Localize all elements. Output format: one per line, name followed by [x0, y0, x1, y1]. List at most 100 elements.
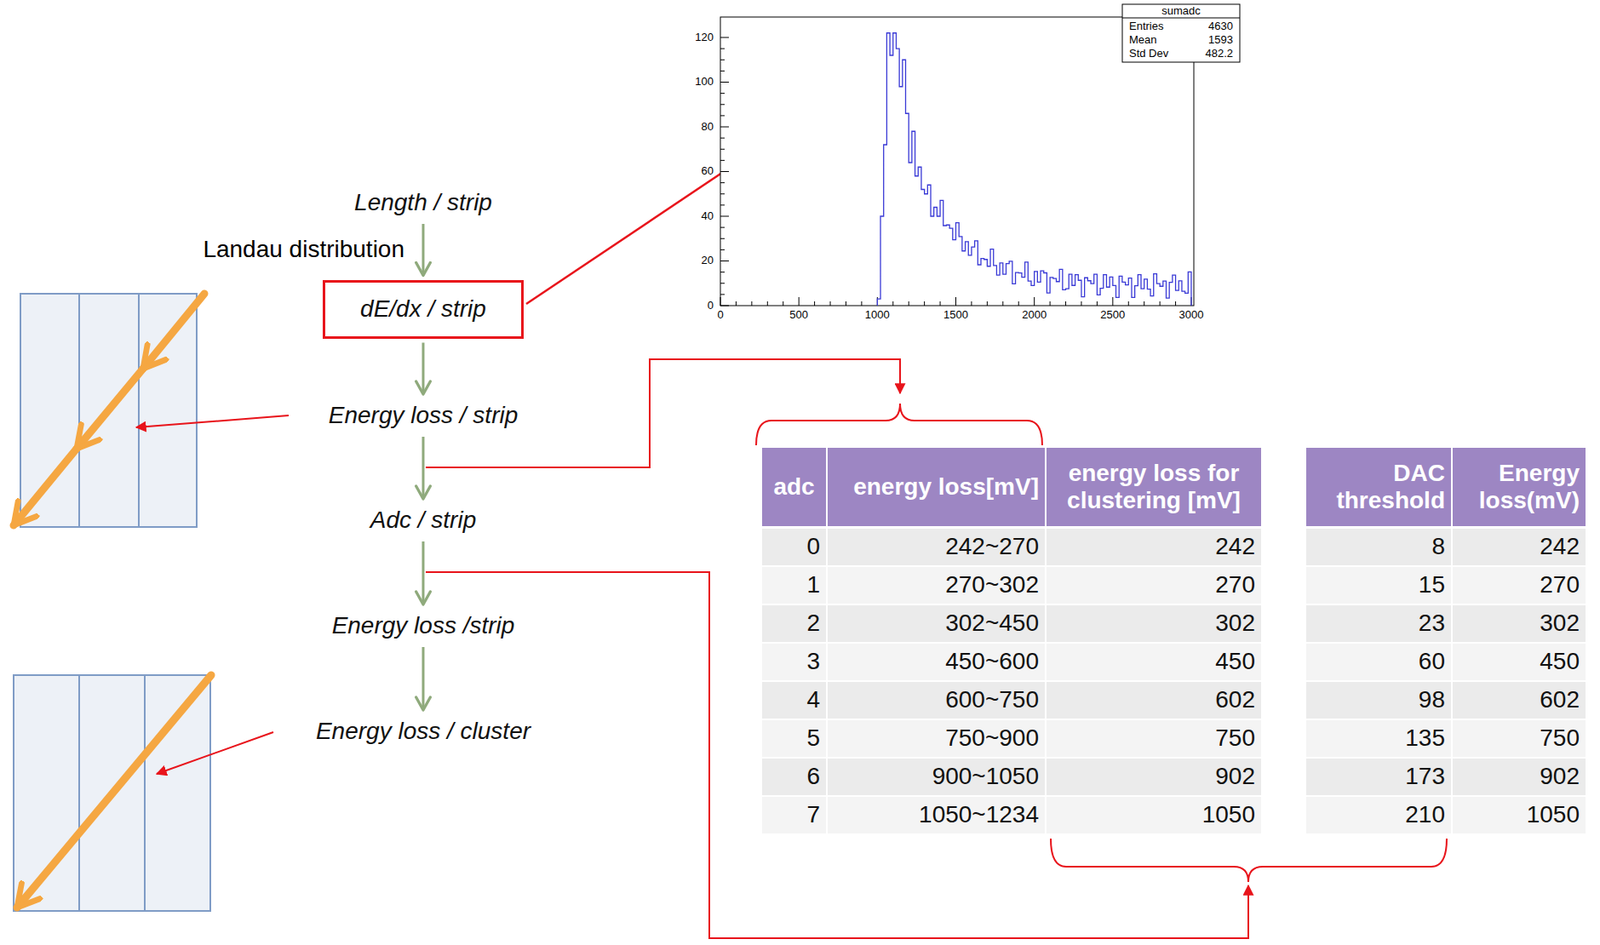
table-cell-bg [1046, 605, 1262, 643]
bracket [756, 403, 1043, 446]
table-cell-bg [1306, 758, 1451, 796]
table-cell-bg [1306, 605, 1451, 643]
histogram-stat: Mean [1127, 33, 1188, 47]
table-header: adc [762, 447, 826, 527]
step-label: Energy loss / cluster [307, 714, 540, 749]
table-header: energy loss[mV] [828, 447, 1044, 527]
table-cell-bg [1306, 797, 1451, 834]
table-cell-bg [762, 567, 826, 604]
table-cell: 242 [1047, 527, 1261, 567]
leader-arrow [136, 415, 289, 428]
axis-tick-label: 0 [694, 308, 746, 322]
axis-tick [1033, 297, 1035, 306]
table-header: energy loss for clustering [mV] [1047, 447, 1261, 527]
table-cell-bg [1452, 605, 1586, 643]
table-cell-bg [827, 643, 1045, 681]
axis-tick [720, 293, 725, 295]
axis-tick [1002, 301, 1004, 306]
histogram-stat: 1593 [1175, 33, 1235, 47]
step-text: Length / strip [354, 189, 493, 217]
axis-tick [720, 271, 725, 273]
step-text: Energy loss / cluster [315, 717, 531, 746]
table-cell: 270~302 [828, 566, 1044, 605]
axis-tick [923, 301, 925, 306]
header-cell-bg [1306, 447, 1451, 527]
axis-tick [1049, 301, 1051, 306]
table-cell: 242~270 [828, 527, 1044, 567]
axis-tick [720, 171, 729, 173]
axis-tick [892, 301, 894, 306]
table-cell-bg [762, 682, 826, 719]
axis-tick [720, 126, 729, 128]
leader-arrow [156, 732, 274, 775]
table-cell: 750 [1047, 719, 1261, 758]
highlighted-step-box: dE/dx / strip [322, 280, 524, 339]
step-text: Energy loss /strip [332, 612, 516, 640]
axis-tick [955, 297, 957, 306]
table-cell-bg [1306, 643, 1451, 681]
header-cell-bg [827, 447, 1045, 527]
axis-tick [860, 301, 862, 306]
table-cell: 602 [1047, 681, 1261, 720]
axis-tick-label: 100 [681, 75, 716, 90]
table-cell: 173 [1307, 757, 1451, 797]
axis-tick [720, 37, 729, 39]
table-cell: 1050 [1453, 796, 1585, 835]
axis-tick [720, 238, 725, 240]
table-cell-bg [1306, 720, 1451, 757]
axis-tick-label: 0 [681, 298, 716, 313]
table-cell-bg [762, 643, 826, 681]
header-cell-bg [1452, 447, 1586, 527]
table-header: DAC threshold [1307, 447, 1451, 527]
axis-tick [720, 48, 725, 50]
table-grid [762, 447, 1586, 834]
axis-tick [986, 301, 988, 306]
table-cell: 3 [762, 642, 826, 682]
axis-tick [1175, 301, 1176, 306]
table-cell: 1050~1234 [828, 796, 1044, 835]
axis-tick [720, 149, 725, 150]
axis-tick [1080, 301, 1082, 306]
table-cell-bg [762, 797, 826, 834]
axis-tick [720, 70, 725, 72]
axis-tick [751, 301, 752, 306]
header-cell-bg [762, 447, 826, 527]
table-cell: 902 [1047, 757, 1261, 797]
axis-tick [767, 301, 769, 306]
axis-tick [1096, 301, 1098, 306]
table-header: Energy loss(mV) [1453, 447, 1585, 527]
axis-tick [720, 204, 725, 206]
stats-box [1122, 4, 1240, 63]
table-cell: 600~750 [828, 681, 1044, 720]
step-label: Energy loss / strip [320, 398, 528, 433]
axis-tick [735, 301, 737, 306]
table-cell-bg [1452, 720, 1586, 757]
axis-tick [814, 301, 815, 306]
table-cell-bg [762, 605, 826, 643]
table-cell: 270 [1047, 566, 1261, 605]
table-cell-bg [827, 720, 1045, 757]
table-cell-bg [827, 605, 1045, 643]
axis-tick [720, 92, 725, 94]
flow-arrow [422, 343, 425, 396]
table-cell: 5 [762, 719, 826, 758]
table-cell: 242 [1453, 527, 1585, 567]
table-cell: 450 [1453, 642, 1585, 682]
axis-tick-label: 1000 [851, 308, 903, 322]
axis-tick [720, 260, 729, 262]
table-cell-bg [1452, 797, 1586, 834]
bracket [1050, 838, 1447, 883]
table-cell-bg [762, 758, 826, 796]
axis-tick [1159, 301, 1161, 306]
axis-tick [1112, 297, 1113, 306]
table-cell: 98 [1307, 681, 1451, 720]
table-cell: 6 [762, 757, 826, 797]
axis-tick [908, 301, 910, 306]
strip-detector [13, 675, 212, 912]
axis-tick [1018, 301, 1020, 306]
table-cell-bg [1046, 758, 1262, 796]
table-cell: 135 [1307, 719, 1451, 758]
edge-label: Landau distribution [202, 235, 405, 264]
